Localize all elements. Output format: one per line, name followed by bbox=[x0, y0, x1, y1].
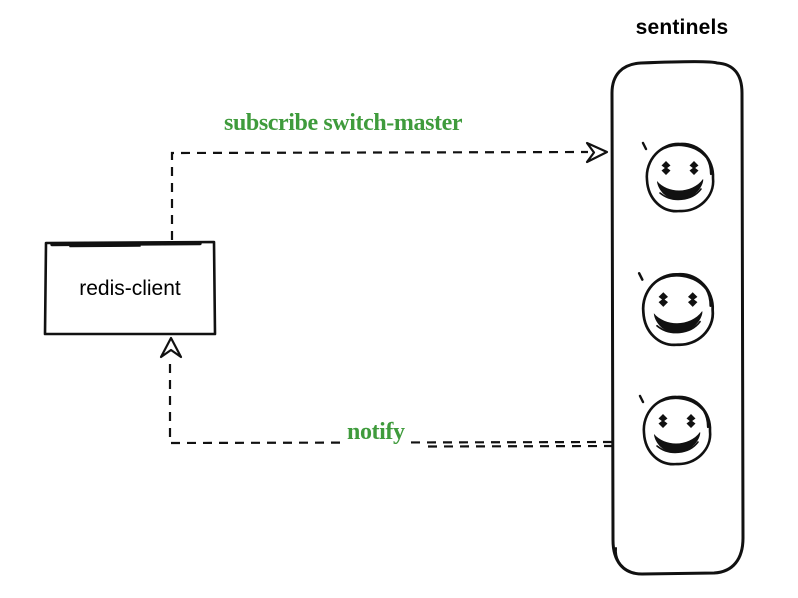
notify-arrow-label: notify bbox=[344, 419, 408, 446]
arrowhead-up-icon bbox=[159, 336, 183, 359]
sentinels-title: sentinels bbox=[635, 16, 729, 39]
sentinels-container-retrace bbox=[614, 547, 630, 572]
subscribe-arrow bbox=[170, 141, 609, 240]
redis-client-box bbox=[43, 240, 217, 336]
arrowhead-right-icon bbox=[585, 141, 609, 164]
smiley-face-icon bbox=[637, 271, 715, 347]
smiley-face-icon bbox=[638, 394, 712, 466]
notify-arrow bbox=[159, 336, 613, 448]
smiley-face-icon bbox=[641, 141, 715, 213]
redis-client-label: redis-client bbox=[79, 277, 181, 300]
sentinels-container bbox=[610, 60, 745, 576]
subscribe-arrow-label: subscribe switch-master bbox=[224, 110, 463, 136]
